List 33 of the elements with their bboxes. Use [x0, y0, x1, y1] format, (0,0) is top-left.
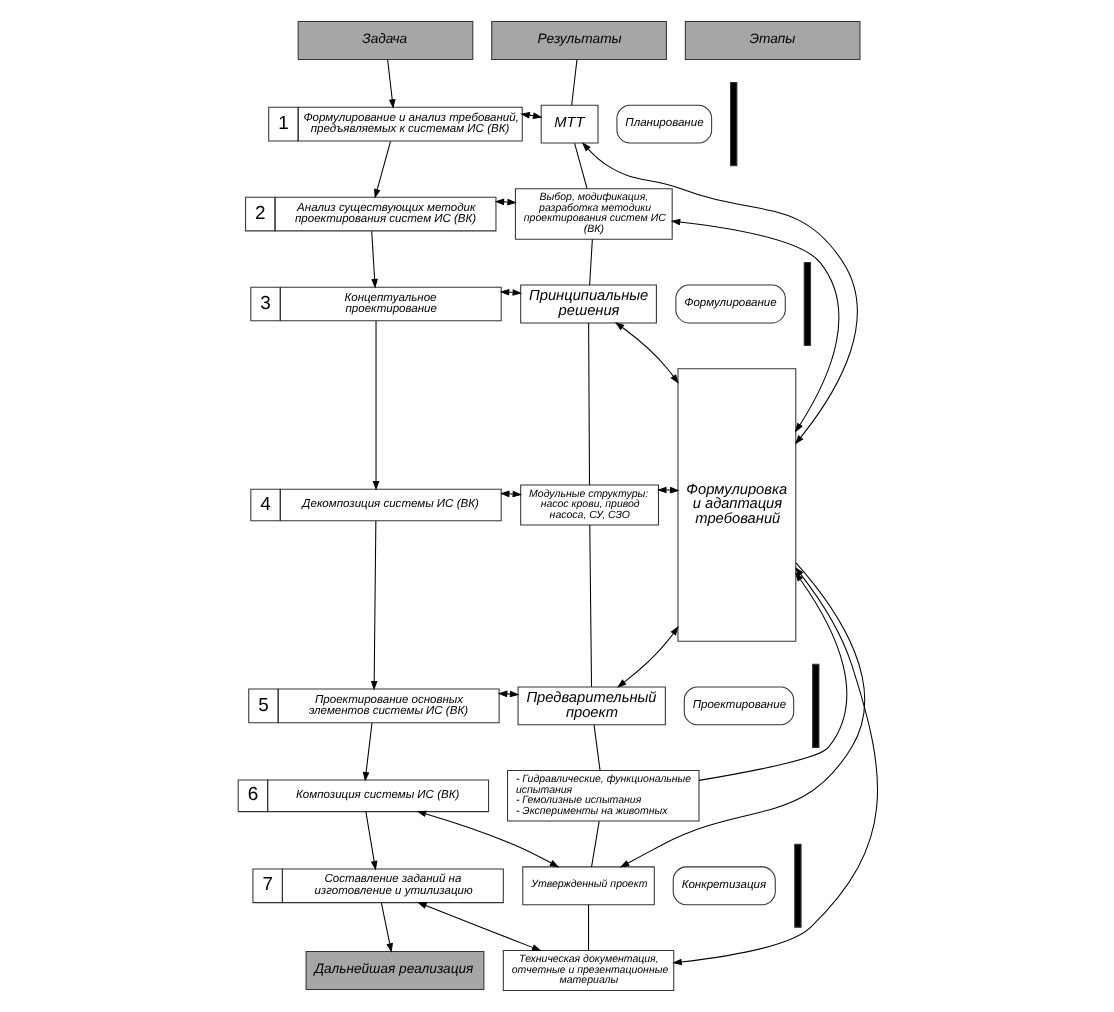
connector: [573, 142, 587, 189]
arrow: [416, 902, 541, 951]
arrow: [656, 486, 679, 494]
arrow: [370, 230, 377, 289]
node-bar: [811, 663, 819, 748]
node-bar: [802, 261, 811, 347]
arrow: [581, 142, 857, 445]
arrow: [373, 140, 391, 199]
connector: [588, 524, 592, 688]
arrow: [615, 626, 678, 688]
arrow: [379, 902, 392, 953]
arrow: [361, 722, 372, 782]
node-bar: [793, 843, 801, 928]
arrow: [613, 322, 678, 384]
arrow: [369, 520, 377, 691]
arrow: [618, 562, 865, 868]
connector: [592, 724, 600, 771]
arrow: [499, 490, 522, 498]
arrow: [669, 218, 839, 433]
arrow: [496, 690, 519, 698]
arrow: [371, 320, 379, 491]
connector: [570, 59, 577, 106]
connector: [587, 904, 589, 951]
connector: [587, 322, 589, 486]
connector: [590, 820, 599, 868]
node-bar: [729, 82, 737, 167]
arrow: [671, 567, 878, 966]
arrow: [697, 572, 847, 781]
connector: [588, 239, 592, 286]
arrow: [493, 198, 516, 206]
arrow: [364, 811, 377, 871]
arrow: [415, 810, 559, 868]
arrow: [386, 59, 395, 109]
